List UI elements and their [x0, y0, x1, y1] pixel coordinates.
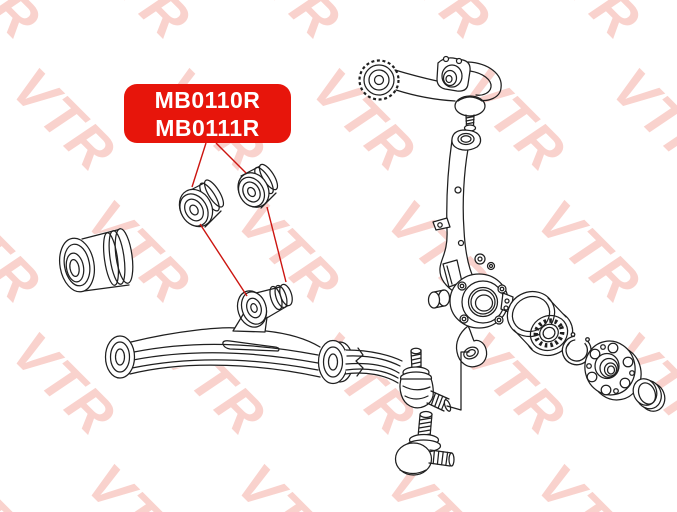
arm-bushing-left: [178, 179, 225, 228]
arm-bushing-right: [237, 163, 279, 209]
part-number-2: MB0111R: [155, 114, 260, 141]
sleeve-bushing: [427, 289, 451, 309]
wheel-hub: [584, 340, 642, 401]
part-number-label: MB0110R MB0111R: [124, 84, 291, 143]
dust-cap: [632, 378, 666, 412]
ball-joint: [394, 410, 455, 476]
wheel-bearing: [506, 290, 574, 357]
red-leader-lines: [191, 142, 287, 297]
large-bushing: [58, 228, 134, 293]
part-number-1: MB0110R: [154, 86, 261, 113]
lower-control-arm: [104, 283, 452, 412]
snap-ring: [561, 332, 592, 366]
assembly-leader-line: [446, 351, 470, 411]
steering-knuckle: [432, 129, 514, 368]
upper-control-arm: [358, 55, 502, 137]
